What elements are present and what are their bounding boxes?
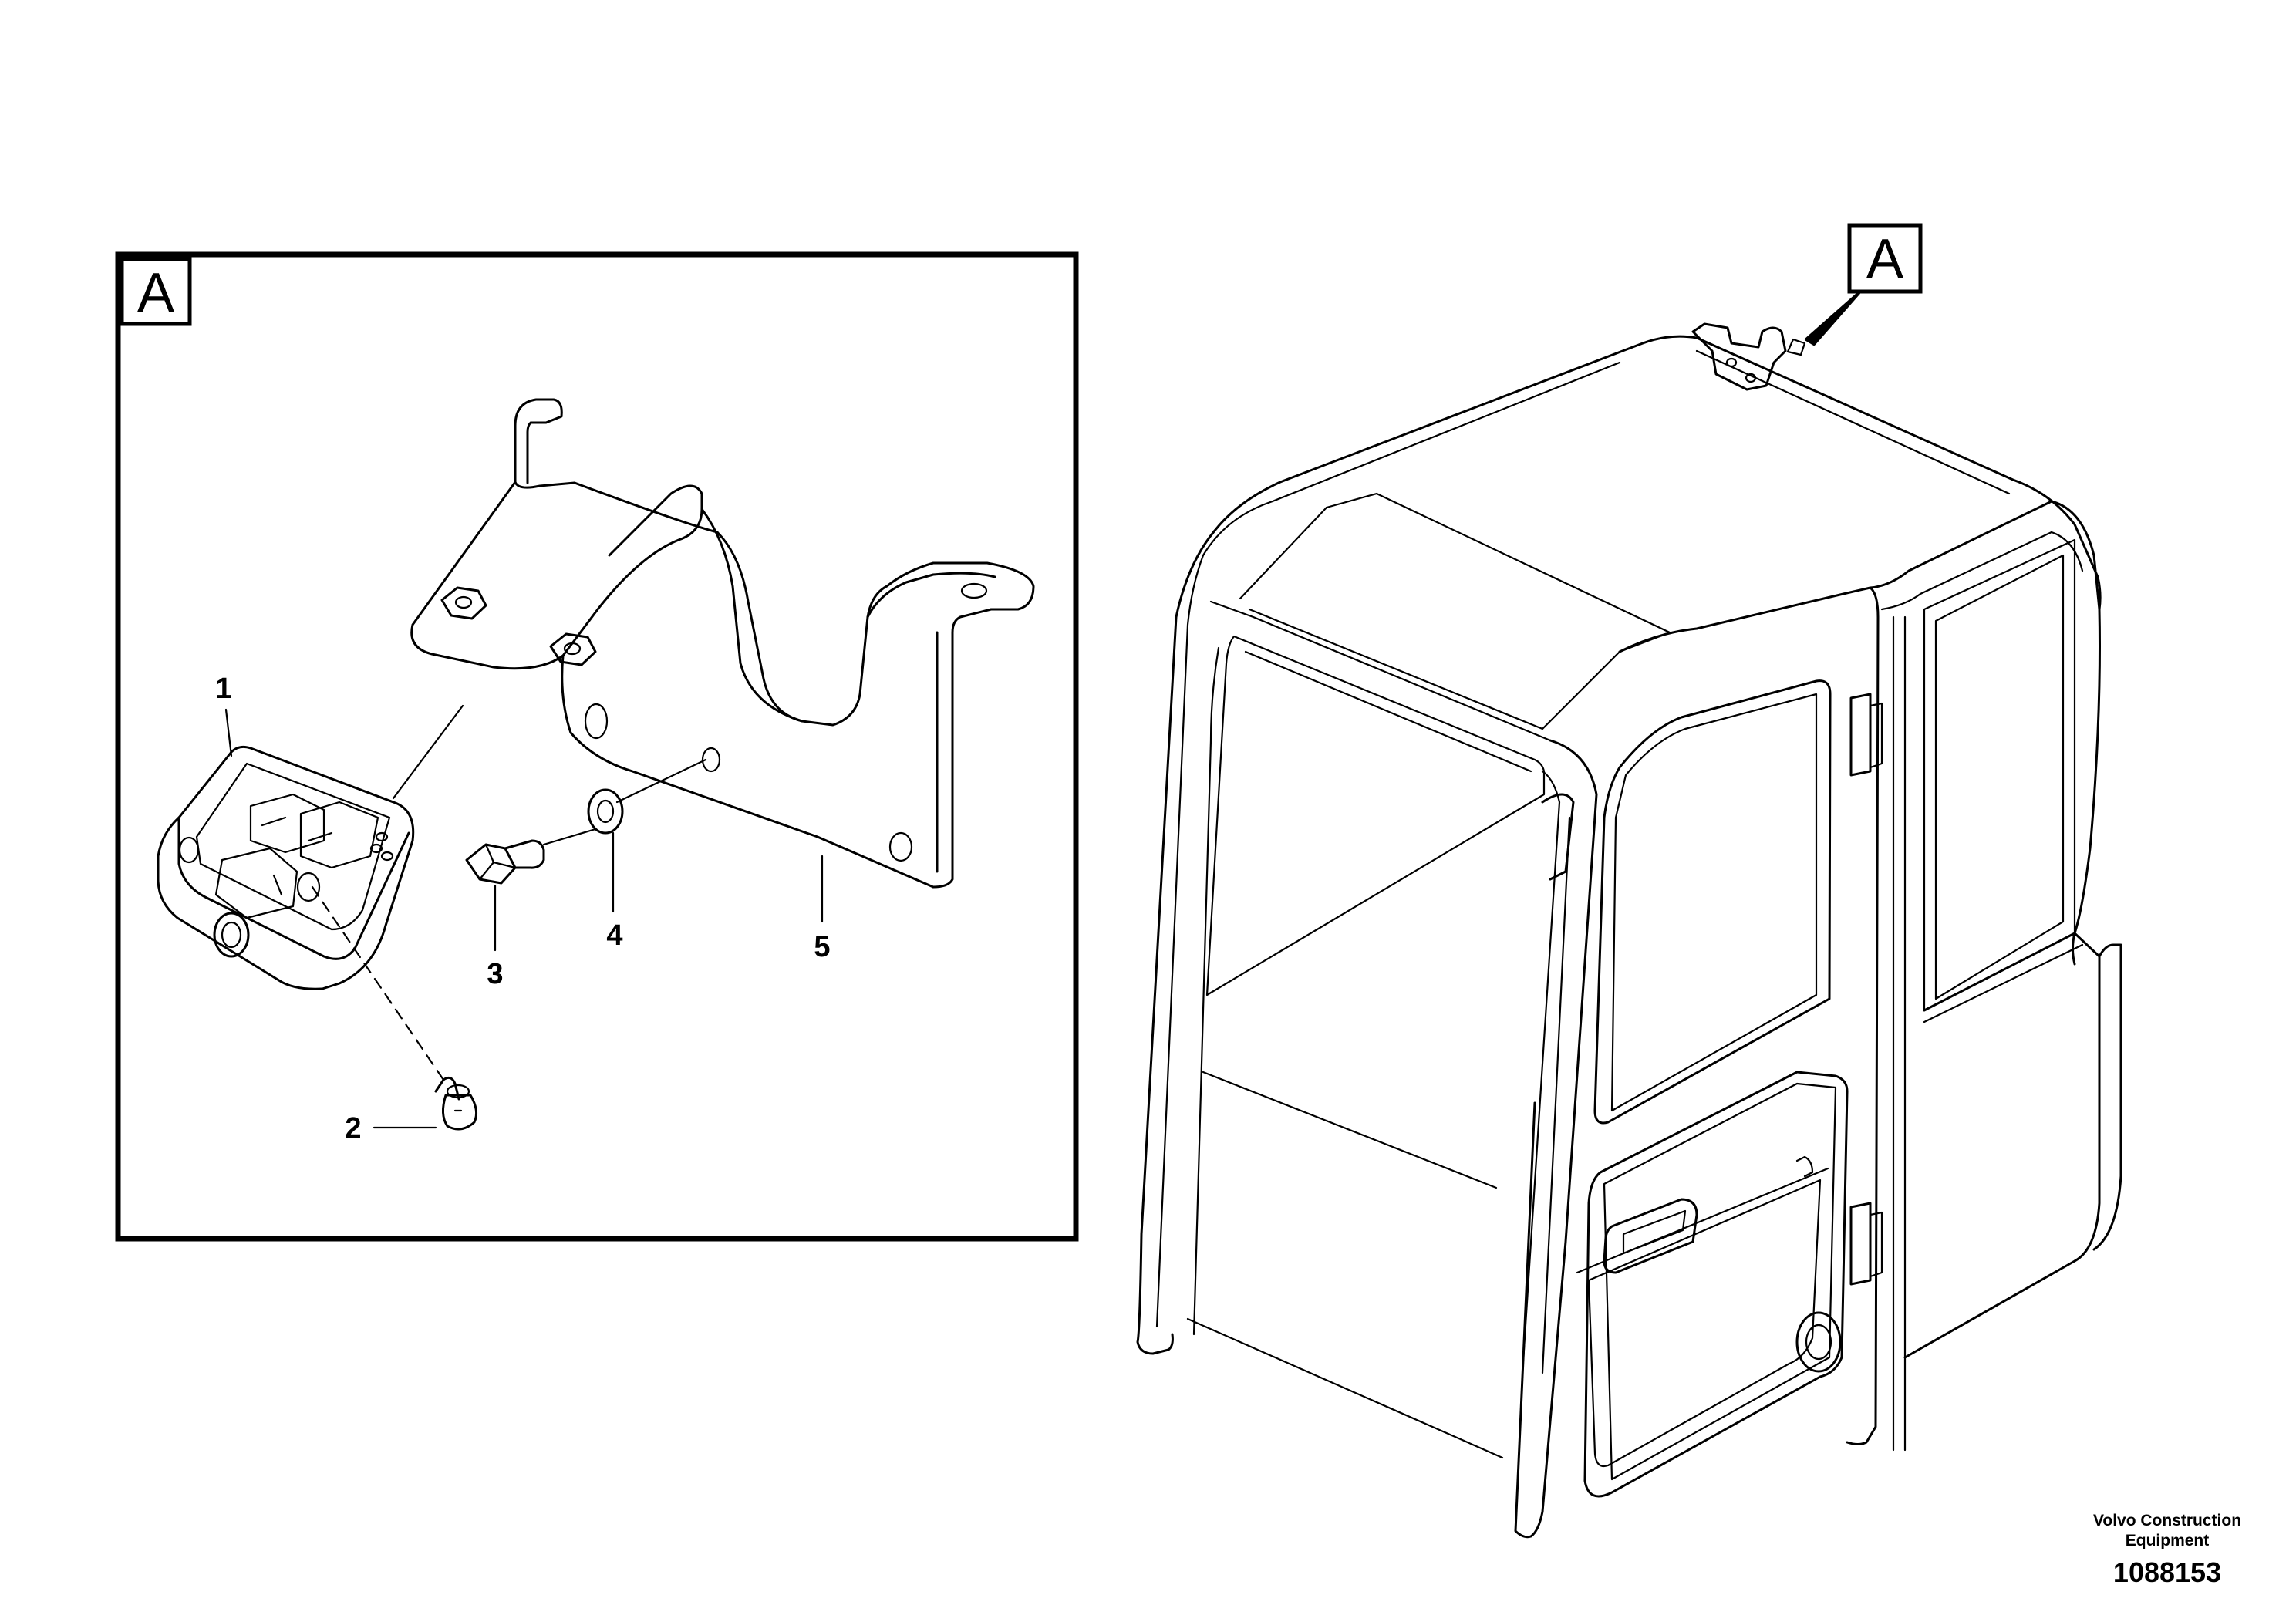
callout-2: 2 — [345, 1112, 361, 1145]
callout-5: 5 — [814, 931, 830, 963]
detail-a-panel: A — [115, 251, 1079, 1242]
screw-part — [434, 1076, 478, 1131]
leader-lines — [224, 704, 824, 1129]
bracket-nut — [549, 632, 597, 666]
washer-part — [587, 788, 624, 835]
reference-label: A — [1866, 228, 1903, 290]
callout-4: 4 — [606, 919, 622, 952]
company-name-line1: Volvo Construction — [2092, 1512, 2242, 1529]
detail-label: A — [137, 262, 174, 324]
company-name-line2: Equipment — [2125, 1532, 2210, 1549]
callout-1: 1 — [215, 673, 231, 705]
camera-part — [157, 745, 415, 990]
screw-axis-line — [311, 885, 445, 1081]
callout-3: 3 — [487, 958, 503, 990]
drawing-number: 1088153 — [2112, 1556, 2222, 1588]
bracket-part — [410, 398, 1035, 889]
bracket-nut — [440, 586, 487, 620]
bolt-part — [465, 839, 545, 885]
detail-label-box — [120, 257, 192, 326]
reference-callout-a: A — [1805, 223, 1923, 346]
operator-cab — [1136, 322, 2122, 1539]
